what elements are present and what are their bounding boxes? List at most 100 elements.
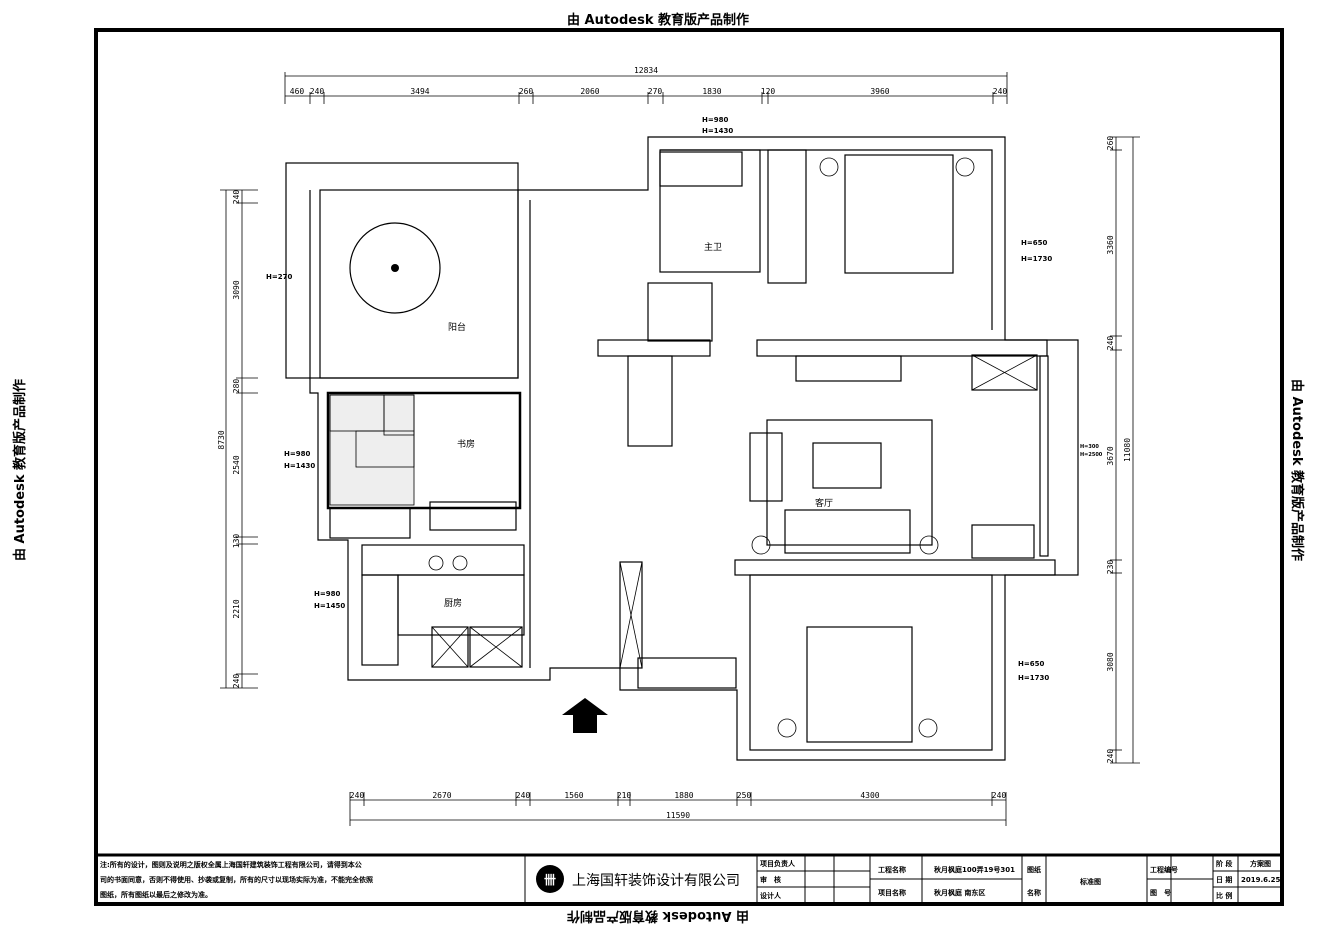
svg-text:120: 120 <box>761 87 776 96</box>
svg-text:250: 250 <box>737 791 752 800</box>
svg-text:2019.6.25: 2019.6.25 <box>1241 876 1281 884</box>
svg-text:H=650: H=650 <box>1021 239 1047 247</box>
lower-bed <box>806 626 913 743</box>
watermark-bottom: 由 Autodesk 教育版产品制作 <box>567 908 749 924</box>
window-notes: H=980 H=1430 H=650 H=1730 H=270 H=980 H=… <box>266 116 1103 682</box>
svg-text:秋月枫庭100弄19号301: 秋月枫庭100弄19号301 <box>934 865 1015 874</box>
svg-text:11080: 11080 <box>1123 438 1132 462</box>
svg-text:H=980: H=980 <box>314 590 340 598</box>
copyright-note-line: 注:所有的设计，图则及说明之版权全属上海国轩建筑装饰工程有限公司，请得到本公 <box>100 860 362 869</box>
svg-text:H=980: H=980 <box>702 116 728 124</box>
room-label-balcony: 阳台 <box>448 321 466 333</box>
bottom-dimensions: 240 2670 240 1560 210 1880 250 4300 240 … <box>349 791 1007 826</box>
svg-text:3080: 3080 <box>1106 652 1115 671</box>
master-bed <box>844 154 954 274</box>
copyright-note-line: 图纸，所有图纸以最后之修改为准。 <box>100 890 212 899</box>
company-logo-icon <box>536 865 564 893</box>
svg-text:H=980: H=980 <box>284 450 310 458</box>
svg-text:工程名称: 工程名称 <box>878 865 906 874</box>
svg-text:秋月枫庭 南东区: 秋月枫庭 南东区 <box>934 888 985 897</box>
room-label-study: 书房 <box>457 438 475 450</box>
svg-text:11590: 11590 <box>666 811 690 820</box>
svg-text:4300: 4300 <box>860 791 879 800</box>
svg-text:240: 240 <box>310 87 325 96</box>
svg-text:名称: 名称 <box>1027 888 1041 897</box>
svg-text:H=2500: H=2500 <box>1080 452 1103 458</box>
watermark-top: 由 Autodesk 教育版产品制作 <box>567 12 749 28</box>
svg-text:标准图: 标准图 <box>1079 877 1101 886</box>
left-dimensions: 240 3090 280 2540 130 2210 240 8730 <box>217 190 258 689</box>
drawing-frame <box>94 28 1284 906</box>
svg-text:240: 240 <box>1106 749 1115 764</box>
dining-table <box>627 355 673 447</box>
room-label-master-bath: 主卫 <box>704 241 722 253</box>
svg-text:1830: 1830 <box>702 87 721 96</box>
svg-text:1560: 1560 <box>564 791 583 800</box>
company-name: 上海国轩装饰设计有限公司 <box>572 873 740 889</box>
svg-text:240: 240 <box>992 791 1007 800</box>
study-outline <box>326 391 522 510</box>
svg-text:卌: 卌 <box>544 873 556 887</box>
svg-text:3494: 3494 <box>410 87 429 96</box>
svg-text:方案图: 方案图 <box>1250 859 1271 868</box>
svg-text:H=1730: H=1730 <box>1021 255 1052 263</box>
walls <box>285 136 1079 761</box>
svg-text:H=1430: H=1430 <box>702 127 733 135</box>
svg-text:270: 270 <box>648 87 663 96</box>
svg-text:260: 260 <box>1106 136 1115 151</box>
svg-text:260: 260 <box>519 87 534 96</box>
svg-text:280: 280 <box>232 379 241 394</box>
svg-text:2060: 2060 <box>580 87 599 96</box>
title-block: 注:所有的设计，图则及说明之版权全属上海国轩建筑装饰工程有限公司，请得到本公 司… <box>100 855 1282 903</box>
svg-text:3670: 3670 <box>1106 446 1115 465</box>
svg-text:240: 240 <box>232 190 241 205</box>
svg-text:3090: 3090 <box>232 280 241 299</box>
svg-text:2670: 2670 <box>432 791 451 800</box>
room-label-kitchen: 厨房 <box>444 597 462 609</box>
svg-text:设计人: 设计人 <box>760 891 782 900</box>
svg-text:2210: 2210 <box>232 599 241 618</box>
svg-text:H=300: H=300 <box>1080 444 1099 450</box>
svg-text:H=1730: H=1730 <box>1018 674 1049 682</box>
copyright-note-line: 司的书面同意，否则不得使用、抄袭或复制，所有的尺寸以现场实际为准，不能完全依照 <box>100 875 373 884</box>
lamp-icons <box>428 157 975 738</box>
sofa <box>784 509 911 554</box>
svg-text:阶 段: 阶 段 <box>1216 859 1232 868</box>
svg-text:130: 130 <box>232 534 241 549</box>
svg-text:项目负责人: 项目负责人 <box>760 859 796 868</box>
svg-text:图 号: 图 号 <box>1150 888 1171 897</box>
svg-text:8730: 8730 <box>217 430 226 449</box>
svg-text:H=1450: H=1450 <box>314 602 345 610</box>
svg-text:210: 210 <box>617 791 632 800</box>
entrance-arrow-icon <box>562 698 608 733</box>
svg-text:12834: 12834 <box>634 66 658 75</box>
room-label-living: 客厅 <box>815 497 833 509</box>
svg-text:1880: 1880 <box>674 791 693 800</box>
svg-text:230: 230 <box>1106 560 1115 575</box>
svg-text:240: 240 <box>350 791 365 800</box>
svg-text:H=270: H=270 <box>266 273 292 281</box>
watermark-left: 由 Autodesk 教育版产品制作 <box>12 379 28 561</box>
svg-text:比 例: 比 例 <box>1216 891 1232 900</box>
svg-text:日 期: 日 期 <box>1216 875 1232 884</box>
coffee-table <box>812 442 882 489</box>
right-dimensions: 260 3360 240 3670 230 3080 240 11080 <box>1106 136 1140 764</box>
svg-text:240: 240 <box>1106 336 1115 351</box>
svg-text:工程编号: 工程编号 <box>1150 865 1178 874</box>
balcony-outline <box>285 162 519 379</box>
svg-text:H=650: H=650 <box>1018 660 1044 668</box>
svg-text:240: 240 <box>232 674 241 689</box>
svg-text:240: 240 <box>993 87 1008 96</box>
svg-text:图纸: 图纸 <box>1027 865 1041 874</box>
svg-text:240: 240 <box>516 791 531 800</box>
svg-text:460: 460 <box>290 87 305 96</box>
top-dimensions: 12834 460 240 3494 260 2060 270 1830 120… <box>284 66 1008 104</box>
svg-text:审 核: 审 核 <box>760 875 781 884</box>
svg-text:3360: 3360 <box>1106 235 1115 254</box>
svg-text:项目名称: 项目名称 <box>878 888 906 897</box>
watermark-right: 由 Autodesk 教育版产品制作 <box>1289 379 1305 561</box>
svg-text:3960: 3960 <box>870 87 889 96</box>
patio-umbrella <box>349 222 441 314</box>
svg-text:2540: 2540 <box>232 455 241 474</box>
